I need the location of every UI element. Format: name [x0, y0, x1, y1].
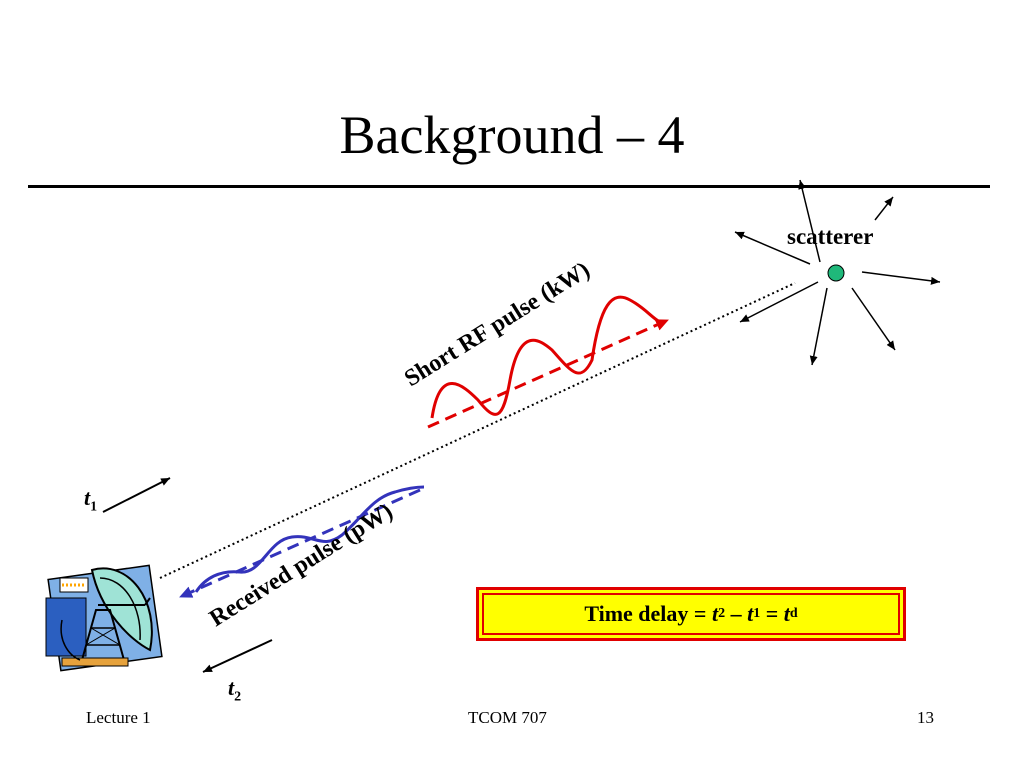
- t1-arrow: [102, 477, 171, 513]
- scatterer-label: scatterer: [787, 224, 874, 249]
- footer-page-number: 13: [917, 708, 934, 727]
- t1-label: t1: [84, 485, 98, 515]
- scatterer-rays: [734, 179, 941, 366]
- footer-left: Lecture 1: [86, 708, 151, 727]
- t2-label: t2: [228, 675, 242, 705]
- slide-title: Background – 4: [339, 105, 685, 165]
- radar-dish-icon: [45, 564, 163, 672]
- rx-pulse: [179, 485, 425, 599]
- tx-pulse: [427, 295, 669, 429]
- t2-arrow: [202, 639, 273, 673]
- title-divider: [28, 185, 990, 188]
- footer-center: TCOM 707: [468, 708, 547, 727]
- scatterer-dot-icon: [827, 264, 845, 282]
- propagation-path: [159, 282, 796, 579]
